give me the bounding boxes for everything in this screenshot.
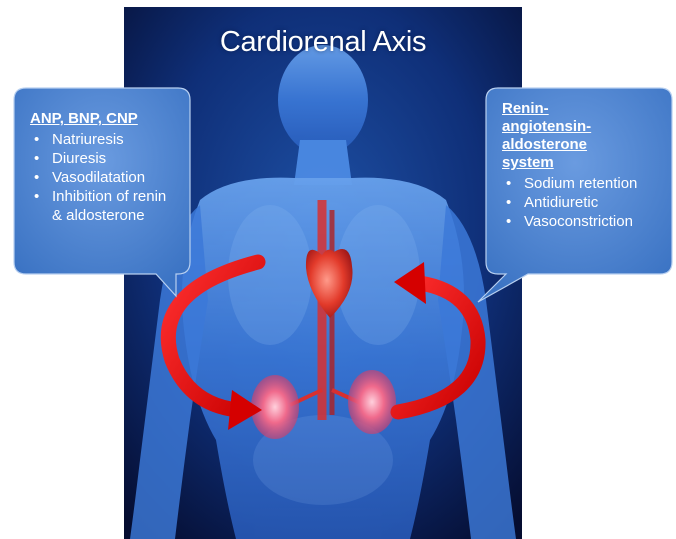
left-callout-text: ANP, BNP, CNP Natriuresis Diuresis Vasod… <box>30 110 180 225</box>
list-item: Diuresis <box>30 149 180 168</box>
list-item: Vasodilatation <box>30 168 180 187</box>
list-item: Antidiuretic <box>502 193 662 212</box>
list-item: Sodium retention <box>502 174 662 193</box>
list-item: Vasoconstriction <box>502 212 662 231</box>
left-callout-list: Natriuresis Diuresis Vasodilatation Inhi… <box>30 130 180 225</box>
list-item: Inhibition of renin & aldosterone <box>30 187 180 225</box>
diagram-title: Cardiorenal Axis <box>124 26 522 59</box>
right-kidney <box>348 370 396 434</box>
right-callout-text: Renin-angiotensin-aldosterone system Sod… <box>502 100 662 231</box>
list-item: Natriuresis <box>30 130 180 149</box>
left-callout-heading: ANP, BNP, CNP <box>30 110 180 128</box>
left-kidney <box>251 375 299 439</box>
right-callout-list: Sodium retention Antidiuretic Vasoconstr… <box>502 174 662 231</box>
right-callout-heading: Renin-angiotensin-aldosterone system <box>502 100 622 172</box>
